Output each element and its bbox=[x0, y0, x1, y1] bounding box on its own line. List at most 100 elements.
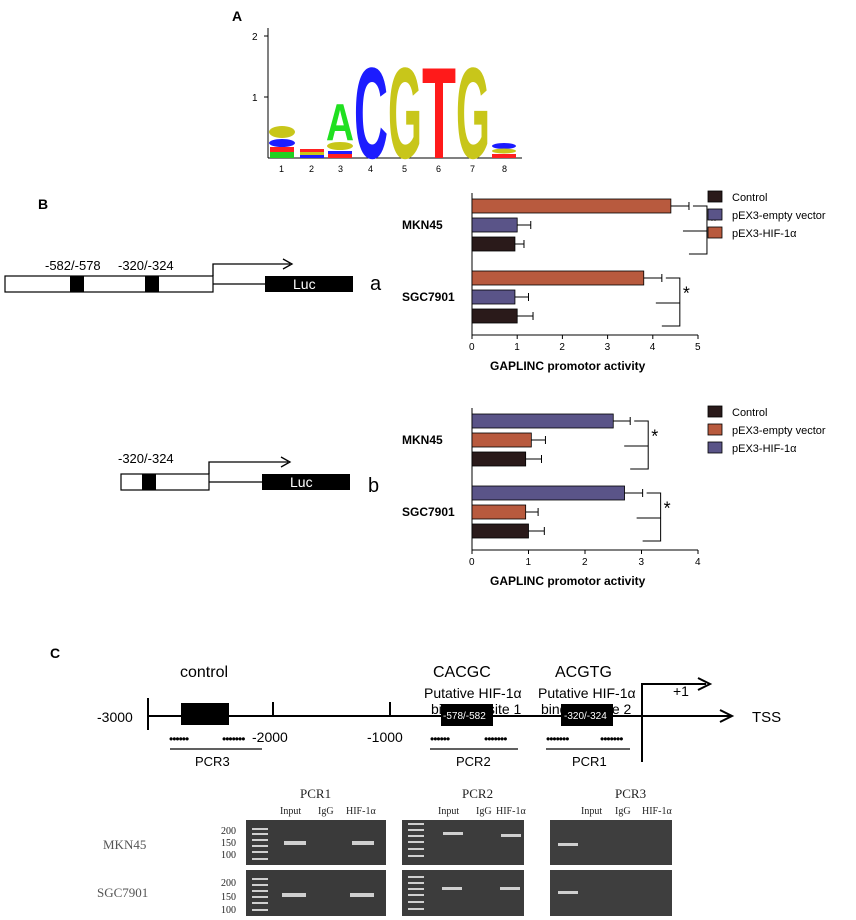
bar bbox=[471, 217, 518, 233]
luc-label: Luc bbox=[293, 276, 316, 292]
logo-xtick: 6 bbox=[436, 164, 441, 174]
bar bbox=[471, 504, 527, 520]
significance-star: * bbox=[683, 284, 690, 304]
significance-bracket bbox=[630, 420, 649, 470]
svg-text:••••••: •••••• bbox=[169, 732, 189, 746]
site-label: -320/-324 bbox=[118, 258, 174, 273]
marker-label: 100 bbox=[221, 905, 236, 916]
category-label: MKN45 bbox=[402, 433, 443, 447]
legend-label: Control bbox=[732, 192, 767, 204]
significance-bracket bbox=[642, 492, 662, 542]
logo-ytick-2: 2 bbox=[252, 32, 258, 43]
logo-pos-8 bbox=[492, 143, 516, 158]
x-tick-label: 1 bbox=[526, 557, 532, 568]
significance-star: * bbox=[710, 212, 717, 232]
pcr-title: PCR2 bbox=[462, 786, 494, 801]
logo-xtick: 5 bbox=[402, 164, 407, 174]
pcr-under-label: PCR1 bbox=[572, 754, 607, 769]
svg-text:••••••: •••••• bbox=[430, 732, 450, 746]
panel-label-b: B bbox=[38, 196, 49, 212]
marker-label: 200 bbox=[221, 826, 236, 837]
pcr-title: PCR3 bbox=[615, 786, 647, 801]
legend-swatch bbox=[707, 441, 723, 454]
significance-bracket bbox=[661, 277, 681, 327]
logo-pos-6: T bbox=[422, 40, 456, 182]
significance-star: * bbox=[651, 427, 658, 447]
legend-swatch bbox=[707, 208, 723, 221]
svg-text:•••••••: ••••••• bbox=[546, 732, 569, 746]
logo-pos-5: G bbox=[388, 40, 422, 182]
site2-box bbox=[561, 704, 613, 726]
logo-pos-4: C bbox=[354, 40, 388, 182]
bar bbox=[471, 523, 529, 539]
logo-xtick: 3 bbox=[338, 164, 343, 174]
construct-label: b bbox=[368, 475, 379, 497]
reporter-construct-a: -582/-578 -320/-324 Luc a bbox=[4, 258, 382, 295]
category-label: SGC7901 bbox=[402, 505, 455, 519]
lane-label-input: Input bbox=[581, 806, 603, 817]
x-tick-label: 4 bbox=[650, 342, 656, 353]
lane-label-input: Input bbox=[438, 806, 460, 817]
cell-line-label: MKN45 bbox=[103, 837, 147, 852]
bar bbox=[471, 413, 614, 429]
x-tick-label: 1 bbox=[514, 342, 520, 353]
primer-dots: •••••• ••••••• •••••• ••••••• ••••••• ••… bbox=[169, 732, 624, 746]
control-region-box bbox=[181, 703, 229, 725]
category-label: MKN45 bbox=[402, 218, 443, 232]
position-label: -1000 bbox=[367, 729, 403, 745]
legend-swatch bbox=[707, 405, 723, 418]
bar bbox=[471, 289, 516, 305]
logo-pos-3: A bbox=[326, 94, 354, 158]
site2-desc: Putative HIF-1α bbox=[538, 685, 636, 701]
logo-xtick: 8 bbox=[502, 164, 507, 174]
bar bbox=[471, 270, 645, 286]
x-tick-label: 4 bbox=[695, 557, 701, 568]
x-tick-label: 0 bbox=[469, 557, 475, 568]
logo-ytick-1: 1 bbox=[252, 93, 258, 104]
construct-label: a bbox=[370, 273, 382, 295]
gel-images bbox=[246, 820, 672, 916]
x-tick-label: 3 bbox=[639, 557, 645, 568]
lane-label-hif: HIF-1α bbox=[496, 806, 526, 817]
site-label: -582/-578 bbox=[45, 258, 101, 273]
logo-xtick: 1 bbox=[279, 164, 284, 174]
sequence-logo: 2 1 A C G T G 1 2 3 4 5 6 7 8 bbox=[252, 28, 522, 182]
marker-label: 100 bbox=[221, 850, 236, 861]
lane-label-hif: HIF-1α bbox=[642, 806, 672, 817]
bar bbox=[471, 308, 518, 324]
x-tick-label: 3 bbox=[605, 342, 611, 353]
luc-label: Luc bbox=[290, 474, 313, 490]
significance-star: * bbox=[664, 499, 671, 519]
legend-label: pEX3-empty vector bbox=[732, 425, 826, 437]
lane-label-input: Input bbox=[280, 806, 302, 817]
logo-xtick: 7 bbox=[470, 164, 475, 174]
svg-text:•••••••: ••••••• bbox=[484, 732, 507, 746]
legend-label: pEX3-HIF-1α bbox=[732, 443, 797, 455]
cell-line-label: SGC7901 bbox=[97, 885, 149, 900]
logo-xtick: 2 bbox=[309, 164, 314, 174]
lane-label-igg: IgG bbox=[615, 806, 631, 817]
legend-label: Control bbox=[732, 407, 767, 419]
legend-label: pEX3-empty vector bbox=[732, 210, 826, 222]
promoter-map: CACGC ACGTG Putative HIF-1α bingding sit… bbox=[97, 664, 781, 769]
legend-label: pEX3-HIF-1α bbox=[732, 228, 797, 240]
significance-bracket bbox=[688, 205, 708, 255]
x-axis-label: GAPLINC promotor activity bbox=[490, 359, 646, 373]
pcr-under-label: PCR2 bbox=[456, 754, 491, 769]
lane-label-hif: HIF-1α bbox=[346, 806, 376, 817]
site-label: -320/-324 bbox=[118, 451, 174, 466]
logo-xtick: 4 bbox=[368, 164, 373, 174]
site1-box bbox=[441, 704, 493, 726]
panel-label-c: C bbox=[50, 645, 61, 661]
site1-desc: Putative HIF-1α bbox=[424, 685, 522, 701]
bar bbox=[471, 236, 516, 252]
motif-label-1: CACGC bbox=[433, 664, 491, 681]
x-tick-label: 2 bbox=[582, 557, 588, 568]
bar bbox=[471, 432, 532, 448]
bar bbox=[471, 198, 672, 214]
site2-box-label: -320/-324 bbox=[564, 711, 607, 722]
x-axis-label: GAPLINC promotor activity bbox=[490, 574, 646, 588]
svg-text:•••••••: ••••••• bbox=[600, 732, 623, 746]
site1-box-label: -578/-582 bbox=[443, 711, 486, 722]
